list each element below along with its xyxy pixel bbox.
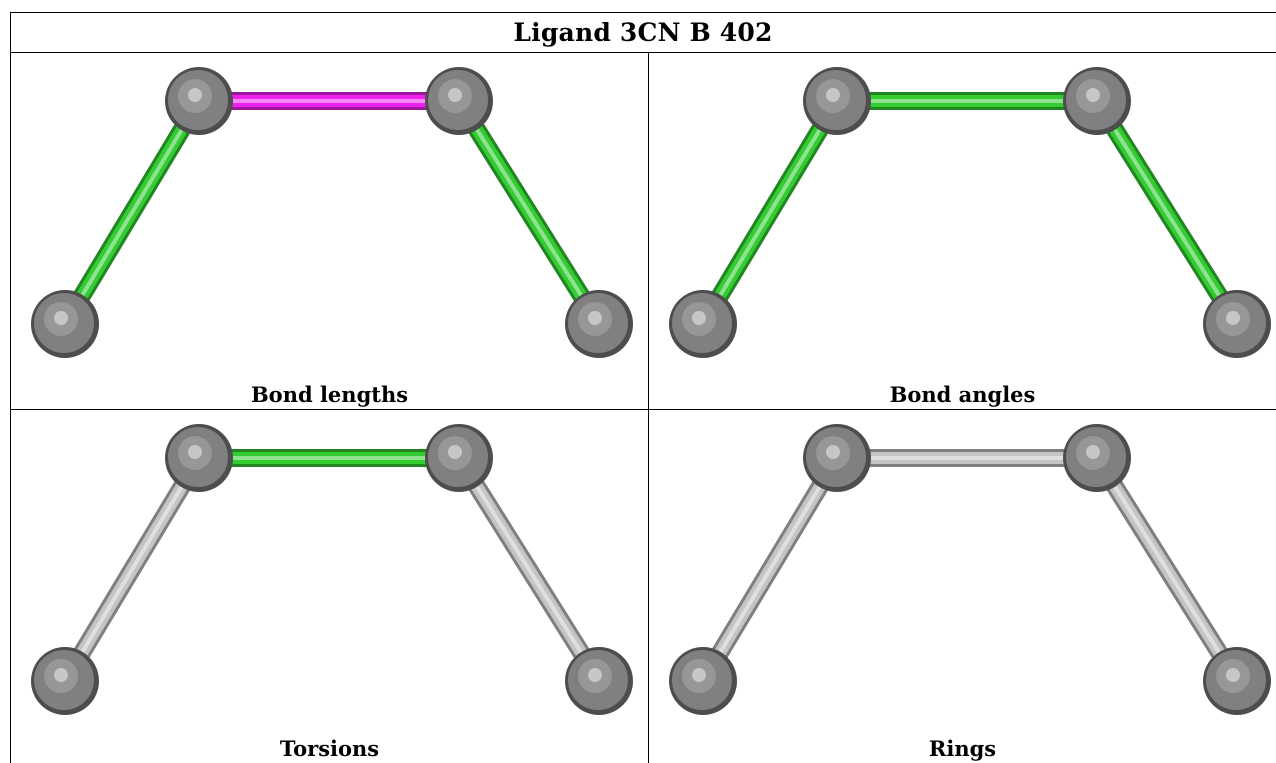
bond-1 <box>57 453 207 686</box>
panel-bond-lengths: Bond lengths <box>11 53 648 409</box>
atom-1 <box>669 290 737 358</box>
bond-3 <box>1089 453 1245 686</box>
table-title: Ligand 3CN B 402 <box>513 17 773 47</box>
atom-4 <box>565 290 633 358</box>
table-left-border <box>10 12 11 763</box>
caption-bond-lengths: Bond lengths <box>250 382 409 407</box>
bond-3 <box>1089 96 1245 329</box>
bond-1 <box>57 96 207 329</box>
atom-4 <box>1203 290 1271 358</box>
atom-4 <box>1203 647 1271 715</box>
row-divider <box>10 409 1276 410</box>
bond-3 <box>451 453 607 686</box>
atom-3 <box>1063 424 1131 492</box>
ligand-table: Ligand 3CN B 402 Bond lengths Bond angle… <box>10 12 1276 763</box>
panel-torsions: Torsions <box>11 410 648 763</box>
panel-rings: Rings <box>649 410 1276 763</box>
atom-3 <box>425 424 493 492</box>
caption-bond-angles: Bond angles <box>889 382 1036 407</box>
atom-2 <box>165 67 233 135</box>
bond-1 <box>695 453 845 686</box>
bond-3 <box>451 96 607 329</box>
atom-3 <box>425 67 493 135</box>
title-divider <box>10 52 1276 53</box>
atom-2 <box>803 424 871 492</box>
caption-rings: Rings <box>928 736 997 761</box>
molecule-torsions <box>31 424 633 715</box>
atom-1 <box>31 647 99 715</box>
atom-3 <box>1063 67 1131 135</box>
column-divider <box>648 52 649 763</box>
molecule-bond-lengths <box>31 67 633 358</box>
table-top-border <box>10 12 1276 13</box>
molecule-bond-angles <box>669 67 1271 358</box>
atom-2 <box>165 424 233 492</box>
caption-torsions: Torsions <box>279 736 380 761</box>
atom-1 <box>669 647 737 715</box>
atom-4 <box>565 647 633 715</box>
atom-2 <box>803 67 871 135</box>
bond-1 <box>695 96 845 329</box>
molecule-rings <box>669 424 1271 715</box>
panel-bond-angles: Bond angles <box>649 53 1276 409</box>
atom-1 <box>31 290 99 358</box>
